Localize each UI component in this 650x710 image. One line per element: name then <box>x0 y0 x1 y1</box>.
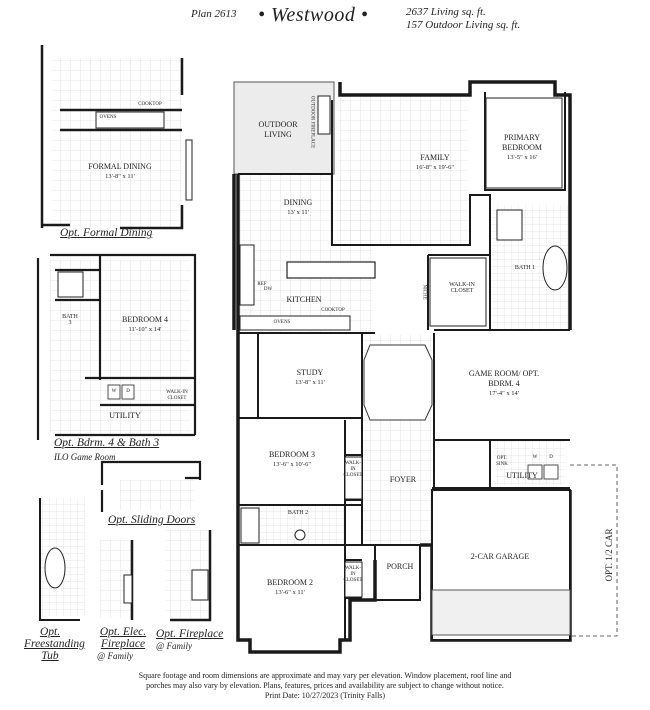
ref-label: REF <box>257 282 267 287</box>
game-room-dim: 17'-4" x 14' <box>489 390 519 397</box>
study-label: STUDY 13'-8" x 11' <box>295 368 325 388</box>
opt-bdrm4-sub: ILO Game Room <box>54 452 116 462</box>
ovens-label: OVENS <box>273 320 291 325</box>
bedroom2-dim: 13'-6" x 11' <box>275 589 305 596</box>
bedroom2-label: BEDROOM 2 13'-6" x 11' <box>267 578 313 598</box>
opt-fireplace-caption: Opt. Fireplace <box>156 628 224 640</box>
porch-label: PORCH <box>386 562 414 571</box>
family-dim: 16'-8" x 19'-6" <box>416 164 454 171</box>
dw-label: DW <box>263 287 273 292</box>
opt-sink-label: OPT. SINK <box>496 456 508 467</box>
garage-door <box>431 589 571 636</box>
kitchen-counter <box>239 315 351 331</box>
study-name: STUDY <box>296 368 324 377</box>
opt-bedroom4-drawing <box>36 253 197 440</box>
kitchen-label: KITCHEN <box>286 295 322 304</box>
opt-bath3-label: BATH 3 <box>62 314 78 326</box>
opt-bedroom4-label: BEDROOM 4 11'-10" x 14' <box>122 315 168 335</box>
kitchen-island <box>286 261 376 279</box>
foyer-tile <box>363 445 433 545</box>
opt-half-car-label: OPT. 1/2 CAR <box>604 528 614 582</box>
formal-dining-label: FORMAL DINING 13'-8" x 11' <box>88 162 151 182</box>
dining-dim: 13' x 11' <box>287 209 309 216</box>
bedroom3-label: BEDROOM 3 13'-6" x 10'-6" <box>269 450 315 470</box>
family-name: FAMILY <box>420 153 450 162</box>
bath1-label: BATH 1 <box>514 265 536 271</box>
primary-bedroom-label: PRIMARY BEDROOM 13'-5" x 16' <box>492 133 552 163</box>
opt-elec-fireplace-sub: @ Family <box>97 651 134 661</box>
opt-bdrm4-caption: Opt. Bdrm. 4 & Bath 3 <box>54 437 160 449</box>
opt-utility-label: UTILITY <box>109 411 141 420</box>
opt-formal-dining-caption: Opt. Formal Dining <box>60 227 153 239</box>
dryer-label: D <box>549 455 553 460</box>
formal-dining-ovens-label: OVENS <box>99 115 117 120</box>
opt-fireplace-sub: @ Family <box>156 641 193 651</box>
primary-bedroom-name: PRIMARY BEDROOM <box>501 133 542 152</box>
dining-label: DINING 13' x 11' <box>284 198 312 218</box>
opt-washer-label: W <box>111 389 117 394</box>
walk-in-closet-primary-label: WALK-IN CLOSET <box>449 282 475 294</box>
disclaimer-line2: porches may also vary by elevation. Plan… <box>146 681 504 690</box>
walk-in-closet-b3-label: WALK-IN CLOSET <box>343 461 363 478</box>
utility-label: UTILITY <box>506 471 538 480</box>
walk-in-closet-b2-label: WALK-IN CLOSET <box>343 566 363 583</box>
opt-bedroom4-name: BEDROOM 4 <box>121 315 169 324</box>
bath1-shower <box>496 209 523 241</box>
bedroom2-name: BEDROOM 2 <box>266 578 314 587</box>
dining-name: DINING <box>283 198 313 207</box>
bath2-label: BATH 2 <box>287 510 309 516</box>
bath1-tub <box>542 245 568 291</box>
primary-bedroom-dim: 13'-5" x 16' <box>507 154 537 161</box>
study-dim: 13'-8" x 11' <box>295 379 325 386</box>
opt-sliding-doors-caption: Opt. Sliding Doors <box>108 514 196 526</box>
family-label: FAMILY 16'-8" x 19'-6" <box>416 153 454 173</box>
plan-name: • Westwood • <box>258 4 369 26</box>
formal-dining-dim: 13'-8" x 11' <box>105 173 135 180</box>
living-sqft: 2637 Living sq. ft. <box>406 6 486 18</box>
kitchen-side-counter <box>239 244 255 306</box>
opt-elec-fireplace-caption: Opt. Elec. Fireplace <box>99 626 147 650</box>
family-tile <box>338 95 468 245</box>
game-room-label: GAME ROOM/ OPT. BDRM. 4 17'-4" x 14' <box>464 369 544 399</box>
niche-label: NICHE <box>421 284 427 300</box>
opt-half-car-outline <box>570 464 618 637</box>
opt-fireplace-drawing <box>165 530 212 622</box>
outdoor-sqft: 157 Outdoor Living sq. ft. <box>406 19 521 31</box>
opt-sliding-doors-drawing <box>100 460 202 512</box>
bath2-tub <box>240 507 260 544</box>
outdoor-living-slab <box>233 81 335 175</box>
garage-label: 2-CAR GARAGE <box>470 552 530 561</box>
outdoor-fireplace-label: OUTDOOR FIREPLACE <box>309 95 315 149</box>
square-footage: 2637 Living sq. ft. 157 Outdoor Living s… <box>406 6 520 32</box>
opt-tub-caption: Opt. Freestanding Tub <box>24 626 85 662</box>
opt-tub-drawing <box>39 498 85 621</box>
disclaimer-line1: Square footage and room dimensions are a… <box>138 671 512 680</box>
bedroom3-name: BEDROOM 3 <box>268 450 316 459</box>
cooktop-label: COOKTOP <box>321 308 345 313</box>
opt-bedroom4-dim: 11'-10" x 14' <box>128 326 162 333</box>
opt-closet-label: WALK-IN CLOSET <box>166 390 188 401</box>
opt-elec-fireplace-drawing <box>100 540 134 620</box>
print-date: Print Date: 10/27/2023 (Trinity Falls) <box>264 691 386 700</box>
bedroom3-dim: 13'-6" x 10'-6" <box>273 461 311 468</box>
foyer-label: FOYER <box>389 475 417 484</box>
formal-dining-name: FORMAL DINING <box>88 162 152 171</box>
game-room-name: GAME ROOM/ OPT. BDRM. 4 <box>468 369 540 388</box>
formal-dining-cooktop-label: COOKTOP <box>138 102 162 107</box>
opt-formal-dining-drawing <box>40 45 193 230</box>
opt-dryer-label: D <box>126 389 130 394</box>
main-floor-plan <box>232 80 618 654</box>
disclaimer: Square footage and room dimensions are a… <box>0 671 650 701</box>
outdoor-living-label: OUTDOOR LIVING <box>258 120 298 139</box>
washer-label: W <box>532 455 538 460</box>
plan-number: Plan 2613 <box>191 8 237 20</box>
